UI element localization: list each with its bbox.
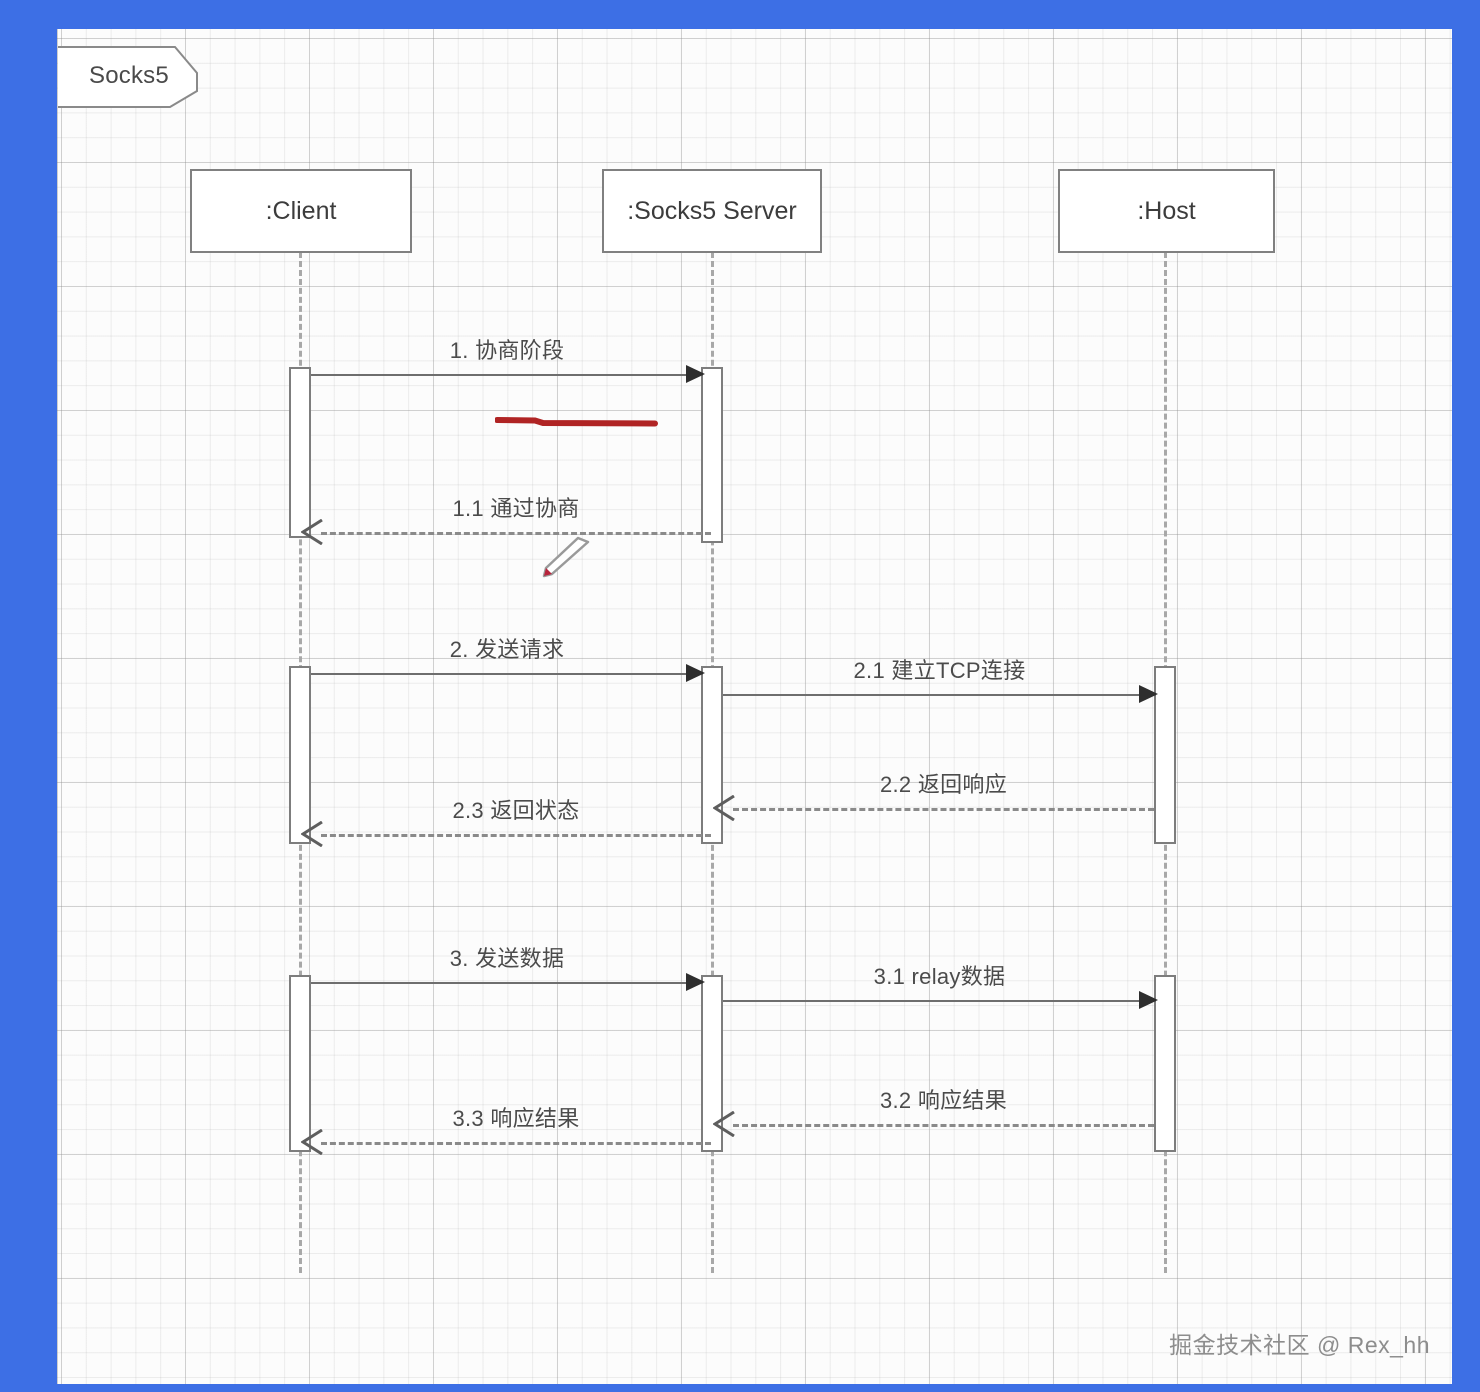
message-3-1-label: 3.1 relay数据: [873, 964, 1006, 989]
message-1-label: 1. 协商阶段: [449, 338, 565, 363]
message-2-2-line: [733, 808, 1154, 811]
message-3-2-label: 3.2 响应结果: [879, 1088, 1008, 1113]
activation-host-2: [1154, 975, 1176, 1152]
message-1-1-line: [321, 532, 711, 535]
message-2-1-line: [723, 694, 1156, 696]
participant-client[interactable]: :Client: [190, 169, 412, 253]
arrowhead-right-icon: [686, 365, 705, 383]
activation-host-1: [1154, 666, 1176, 844]
arrowhead-right-icon: [686, 664, 705, 682]
arrowhead-left-open-icon: [301, 821, 323, 847]
arrowhead-left-open-icon: [713, 1111, 735, 1137]
message-1-line: [311, 374, 703, 376]
message-3-label: 3. 发送数据: [449, 946, 565, 971]
participant-host[interactable]: :Host: [1058, 169, 1275, 253]
activation-client-2: [289, 666, 311, 844]
message-2-3-line: [321, 834, 711, 837]
message-2-1-label: 2.1 建立TCP连接: [853, 658, 1026, 683]
participant-server-label: :Socks5 Server: [627, 196, 797, 225]
arrowhead-right-icon: [686, 973, 705, 991]
activation-server-2: [701, 666, 723, 844]
arrowhead-left-open-icon: [713, 795, 735, 821]
arrowhead-right-icon: [1139, 991, 1158, 1009]
message-3-1-line: [723, 1000, 1156, 1002]
activation-client-3: [289, 975, 311, 1152]
arrowhead-right-icon: [1139, 685, 1158, 703]
message-3-2-line: [733, 1124, 1154, 1127]
red-underline-annotation: [495, 417, 658, 427]
message-3-3-label: 3.3 响应结果: [452, 1106, 580, 1131]
arrowhead-left-open-icon: [301, 1129, 323, 1155]
frame-label: Socks5: [58, 46, 198, 108]
message-2-2-label: 2.2 返回响应: [879, 772, 1008, 797]
pen-cursor-icon: [542, 536, 590, 578]
watermark: 掘金技术社区 @ Rex_hh: [1169, 1332, 1430, 1358]
message-2-3-label: 2.3 返回状态: [452, 798, 580, 823]
activation-server-1: [701, 367, 723, 543]
message-2-line: [311, 673, 703, 675]
message-1-1-label: 1.1 通过协商: [452, 496, 580, 521]
message-3-3-line: [321, 1142, 711, 1145]
activation-server-3: [701, 975, 723, 1152]
diagram-sheet: Socks5 :Client :Socks5 Server :Host: [57, 29, 1452, 1384]
message-3-line: [311, 982, 703, 984]
activation-client-1: [289, 367, 311, 538]
participant-client-label: :Client: [265, 196, 337, 225]
participant-server[interactable]: :Socks5 Server: [602, 169, 822, 253]
frame-label-text: Socks5: [89, 62, 169, 89]
message-2-label: 2. 发送请求: [449, 637, 565, 662]
participant-host-label: :Host: [1137, 196, 1196, 225]
frame-label-shape: [58, 46, 198, 108]
arrowhead-left-open-icon: [301, 519, 323, 545]
